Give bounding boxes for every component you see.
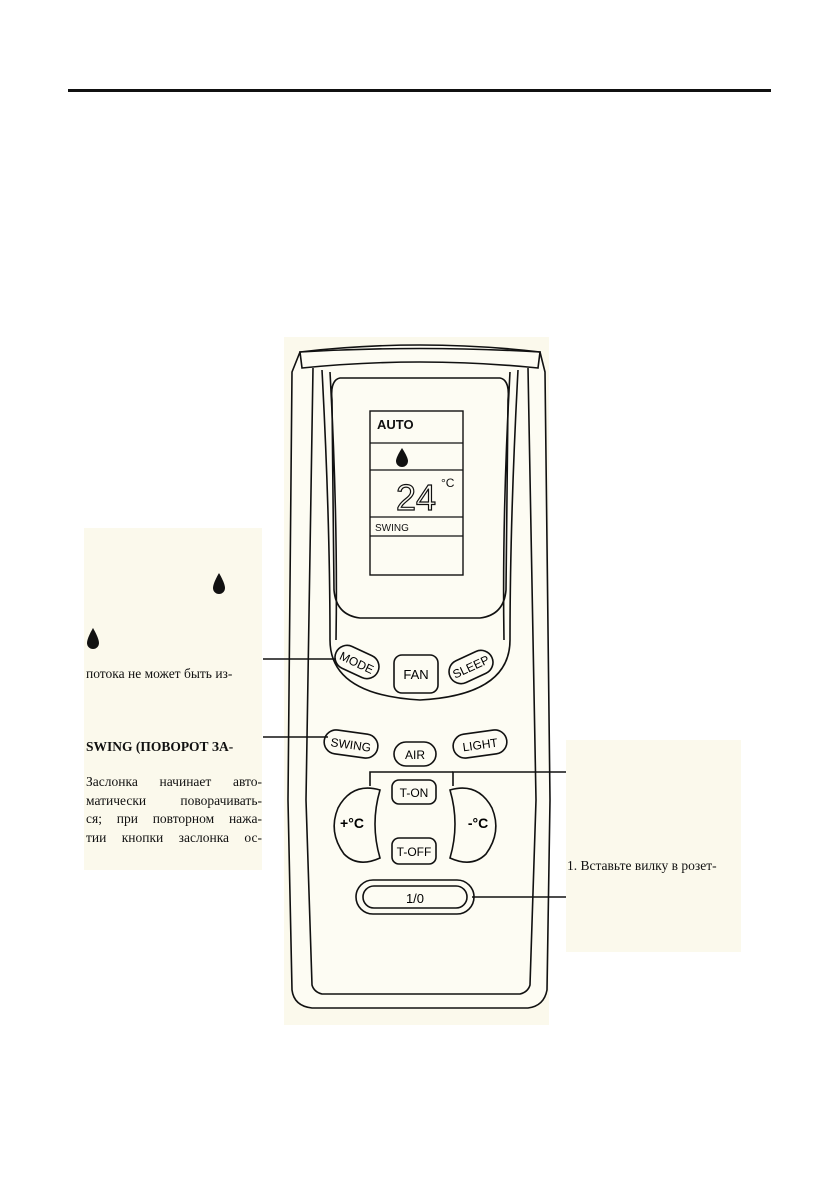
instruction-step-1: 1. Вставьте вилку в розет-: [567, 858, 717, 873]
swing-description-line: тии кнопки заслонка ос-: [86, 829, 262, 845]
swing-button[interactable]: SWING: [330, 735, 372, 755]
mode-description-line: потока не может быть из-: [86, 666, 233, 681]
lcd-swing: SWING: [375, 523, 409, 534]
droplet-icon: [213, 573, 225, 594]
power-button[interactable]: 1/0: [406, 891, 424, 906]
fan-button[interactable]: FAN: [403, 667, 428, 682]
right-text-panel: [566, 740, 741, 952]
swing-description-line: Заслонка начинает авто-: [86, 774, 262, 789]
left-text-panel: [84, 528, 262, 870]
swing-description: Заслонка начинает авто- матически повора…: [86, 773, 262, 847]
droplet-icon: [87, 628, 99, 649]
t-on-button[interactable]: T-ON: [400, 786, 429, 800]
swing-description-line: ся; при повторном нажа-: [86, 811, 262, 826]
droplet-icon: [396, 448, 408, 467]
lcd-unit: °C: [441, 476, 455, 490]
t-off-button[interactable]: T-OFF: [397, 845, 432, 859]
air-button[interactable]: AIR: [405, 748, 425, 762]
header-rule: [68, 89, 771, 92]
light-button[interactable]: LIGHT: [462, 736, 500, 755]
lcd-temperature: 24: [396, 477, 436, 518]
swing-description-line: матически поворачивать-: [86, 792, 262, 808]
lcd-mode: AUTO: [377, 417, 414, 432]
temp-down-button[interactable]: -°C: [468, 815, 488, 831]
temp-up-button[interactable]: +°C: [340, 815, 364, 831]
swing-heading: SWING (ПОВОРОТ ЗА-: [86, 739, 234, 754]
